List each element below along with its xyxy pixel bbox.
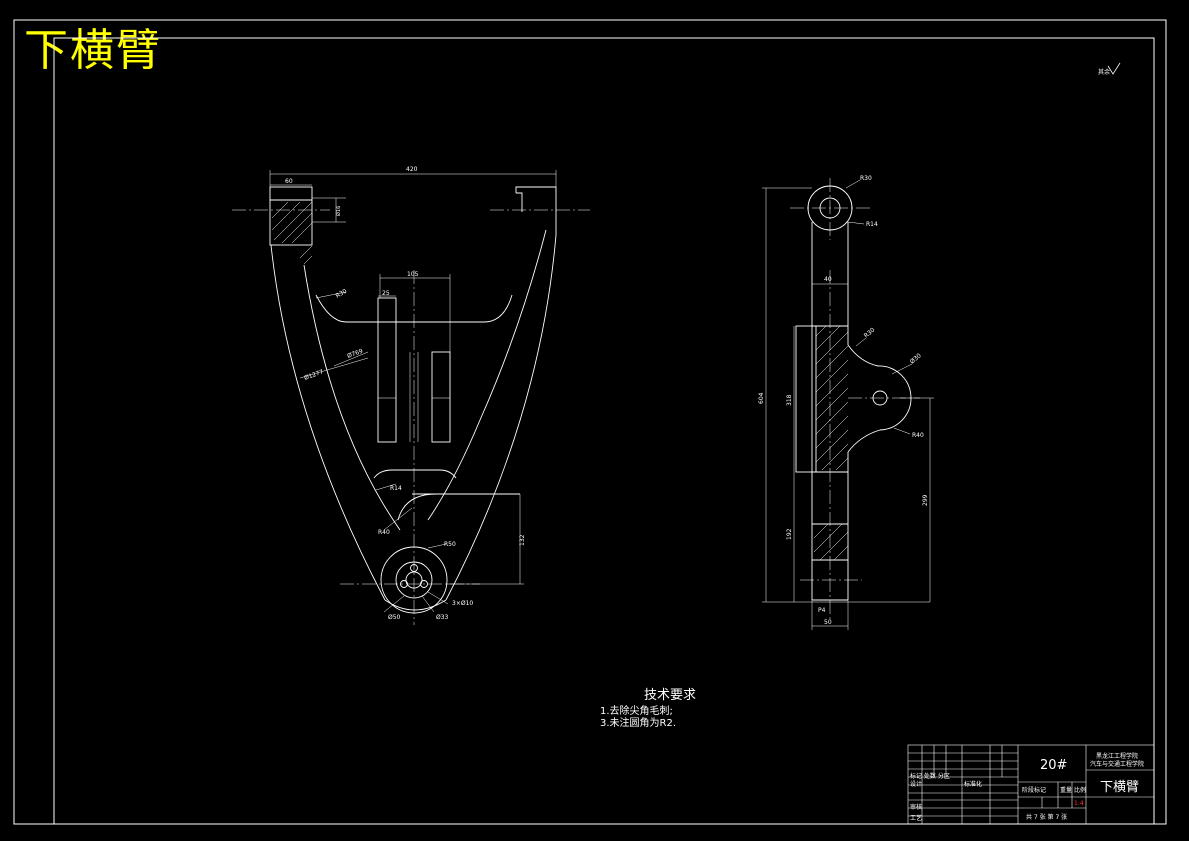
svg-text:Ø30: Ø30 xyxy=(909,352,923,365)
svg-text:132: 132 xyxy=(519,534,526,546)
sheet-count: 共 7 张 第 7 张 xyxy=(1026,814,1068,821)
svg-text:3×Ø10: 3×Ø10 xyxy=(452,600,473,607)
svg-text:R50: R50 xyxy=(444,541,456,548)
tech-item-2: 3.未注圆角为R2. xyxy=(600,718,677,729)
svg-text:P4: P4 xyxy=(818,607,826,614)
material-label: 20# xyxy=(1040,758,1068,773)
svg-text:R30: R30 xyxy=(860,175,872,182)
side-view xyxy=(790,178,920,620)
weight-label: 重量 xyxy=(1060,787,1073,794)
svg-text:192: 192 xyxy=(786,528,793,540)
row-label-mark: 标记 处数 分区 xyxy=(910,773,950,780)
inner-border xyxy=(53,37,1155,825)
svg-text:Ø1277: Ø1277 xyxy=(303,368,324,381)
svg-text:R30: R30 xyxy=(335,288,349,300)
tech-heading: 技术要求 xyxy=(643,688,696,703)
front-dimensions xyxy=(269,170,557,613)
svg-text:R40: R40 xyxy=(378,529,390,536)
outer-border xyxy=(13,19,1167,825)
svg-text:40: 40 xyxy=(824,276,832,283)
front-dimension-texts: 420 60 Ø16 R30 105 25 Ø769 Ø1277 R14 R40… xyxy=(285,166,526,621)
school-line2: 汽车与交通工程学院 xyxy=(1090,761,1145,768)
stage-label: 阶段标记 xyxy=(1022,787,1047,794)
svg-text:R40: R40 xyxy=(912,432,924,439)
side-dimension-texts: R30 R14 40 R30 Ø30 604 318 R40 299 192 P… xyxy=(758,175,929,626)
svg-text:R14: R14 xyxy=(390,485,402,492)
school-line1: 黑龙江工程学院 xyxy=(1096,753,1139,760)
technical-requirements: 技术要求 1.去除尖角毛刺; 3.未注圆角为R2. xyxy=(600,684,740,730)
svg-text:105: 105 xyxy=(407,271,419,278)
svg-text:50: 50 xyxy=(824,619,832,626)
svg-text:604: 604 xyxy=(758,392,765,404)
tech-item-1: 1.去除尖角毛刺; xyxy=(600,706,673,717)
part-name-label: 下横臂 xyxy=(1100,780,1140,795)
svg-text:Ø769: Ø769 xyxy=(346,348,364,360)
title-block xyxy=(907,744,1155,825)
scale-label: 比例 xyxy=(1074,787,1087,794)
svg-text:Ø16: Ø16 xyxy=(335,206,342,216)
svg-text:25: 25 xyxy=(382,290,390,297)
drawing-big-title: 下横臂 xyxy=(24,25,162,76)
svg-text:299: 299 xyxy=(922,494,929,506)
svg-text:R14: R14 xyxy=(866,221,878,228)
row-label-std: 标准化 xyxy=(964,781,983,788)
row-label-review: 审核 xyxy=(910,804,923,811)
svg-text:R30: R30 xyxy=(863,326,877,339)
svg-text:420: 420 xyxy=(406,166,418,173)
side-dimensions xyxy=(762,179,934,630)
scale-value: 1:4 xyxy=(1074,800,1084,807)
svg-text:318: 318 xyxy=(786,394,793,406)
svg-text:Ø50: Ø50 xyxy=(388,614,401,621)
front-view xyxy=(232,186,590,625)
svg-text:60: 60 xyxy=(285,178,293,185)
roughness-symbol: 其余 xyxy=(1098,62,1121,76)
svg-text:Ø33: Ø33 xyxy=(436,614,449,621)
side-hatching xyxy=(813,325,849,561)
row-label-process: 工艺 xyxy=(910,815,923,822)
front-hatching xyxy=(271,201,313,265)
svg-text:其余: 其余 xyxy=(1098,68,1110,76)
row-label-design: 设计 xyxy=(910,781,923,788)
